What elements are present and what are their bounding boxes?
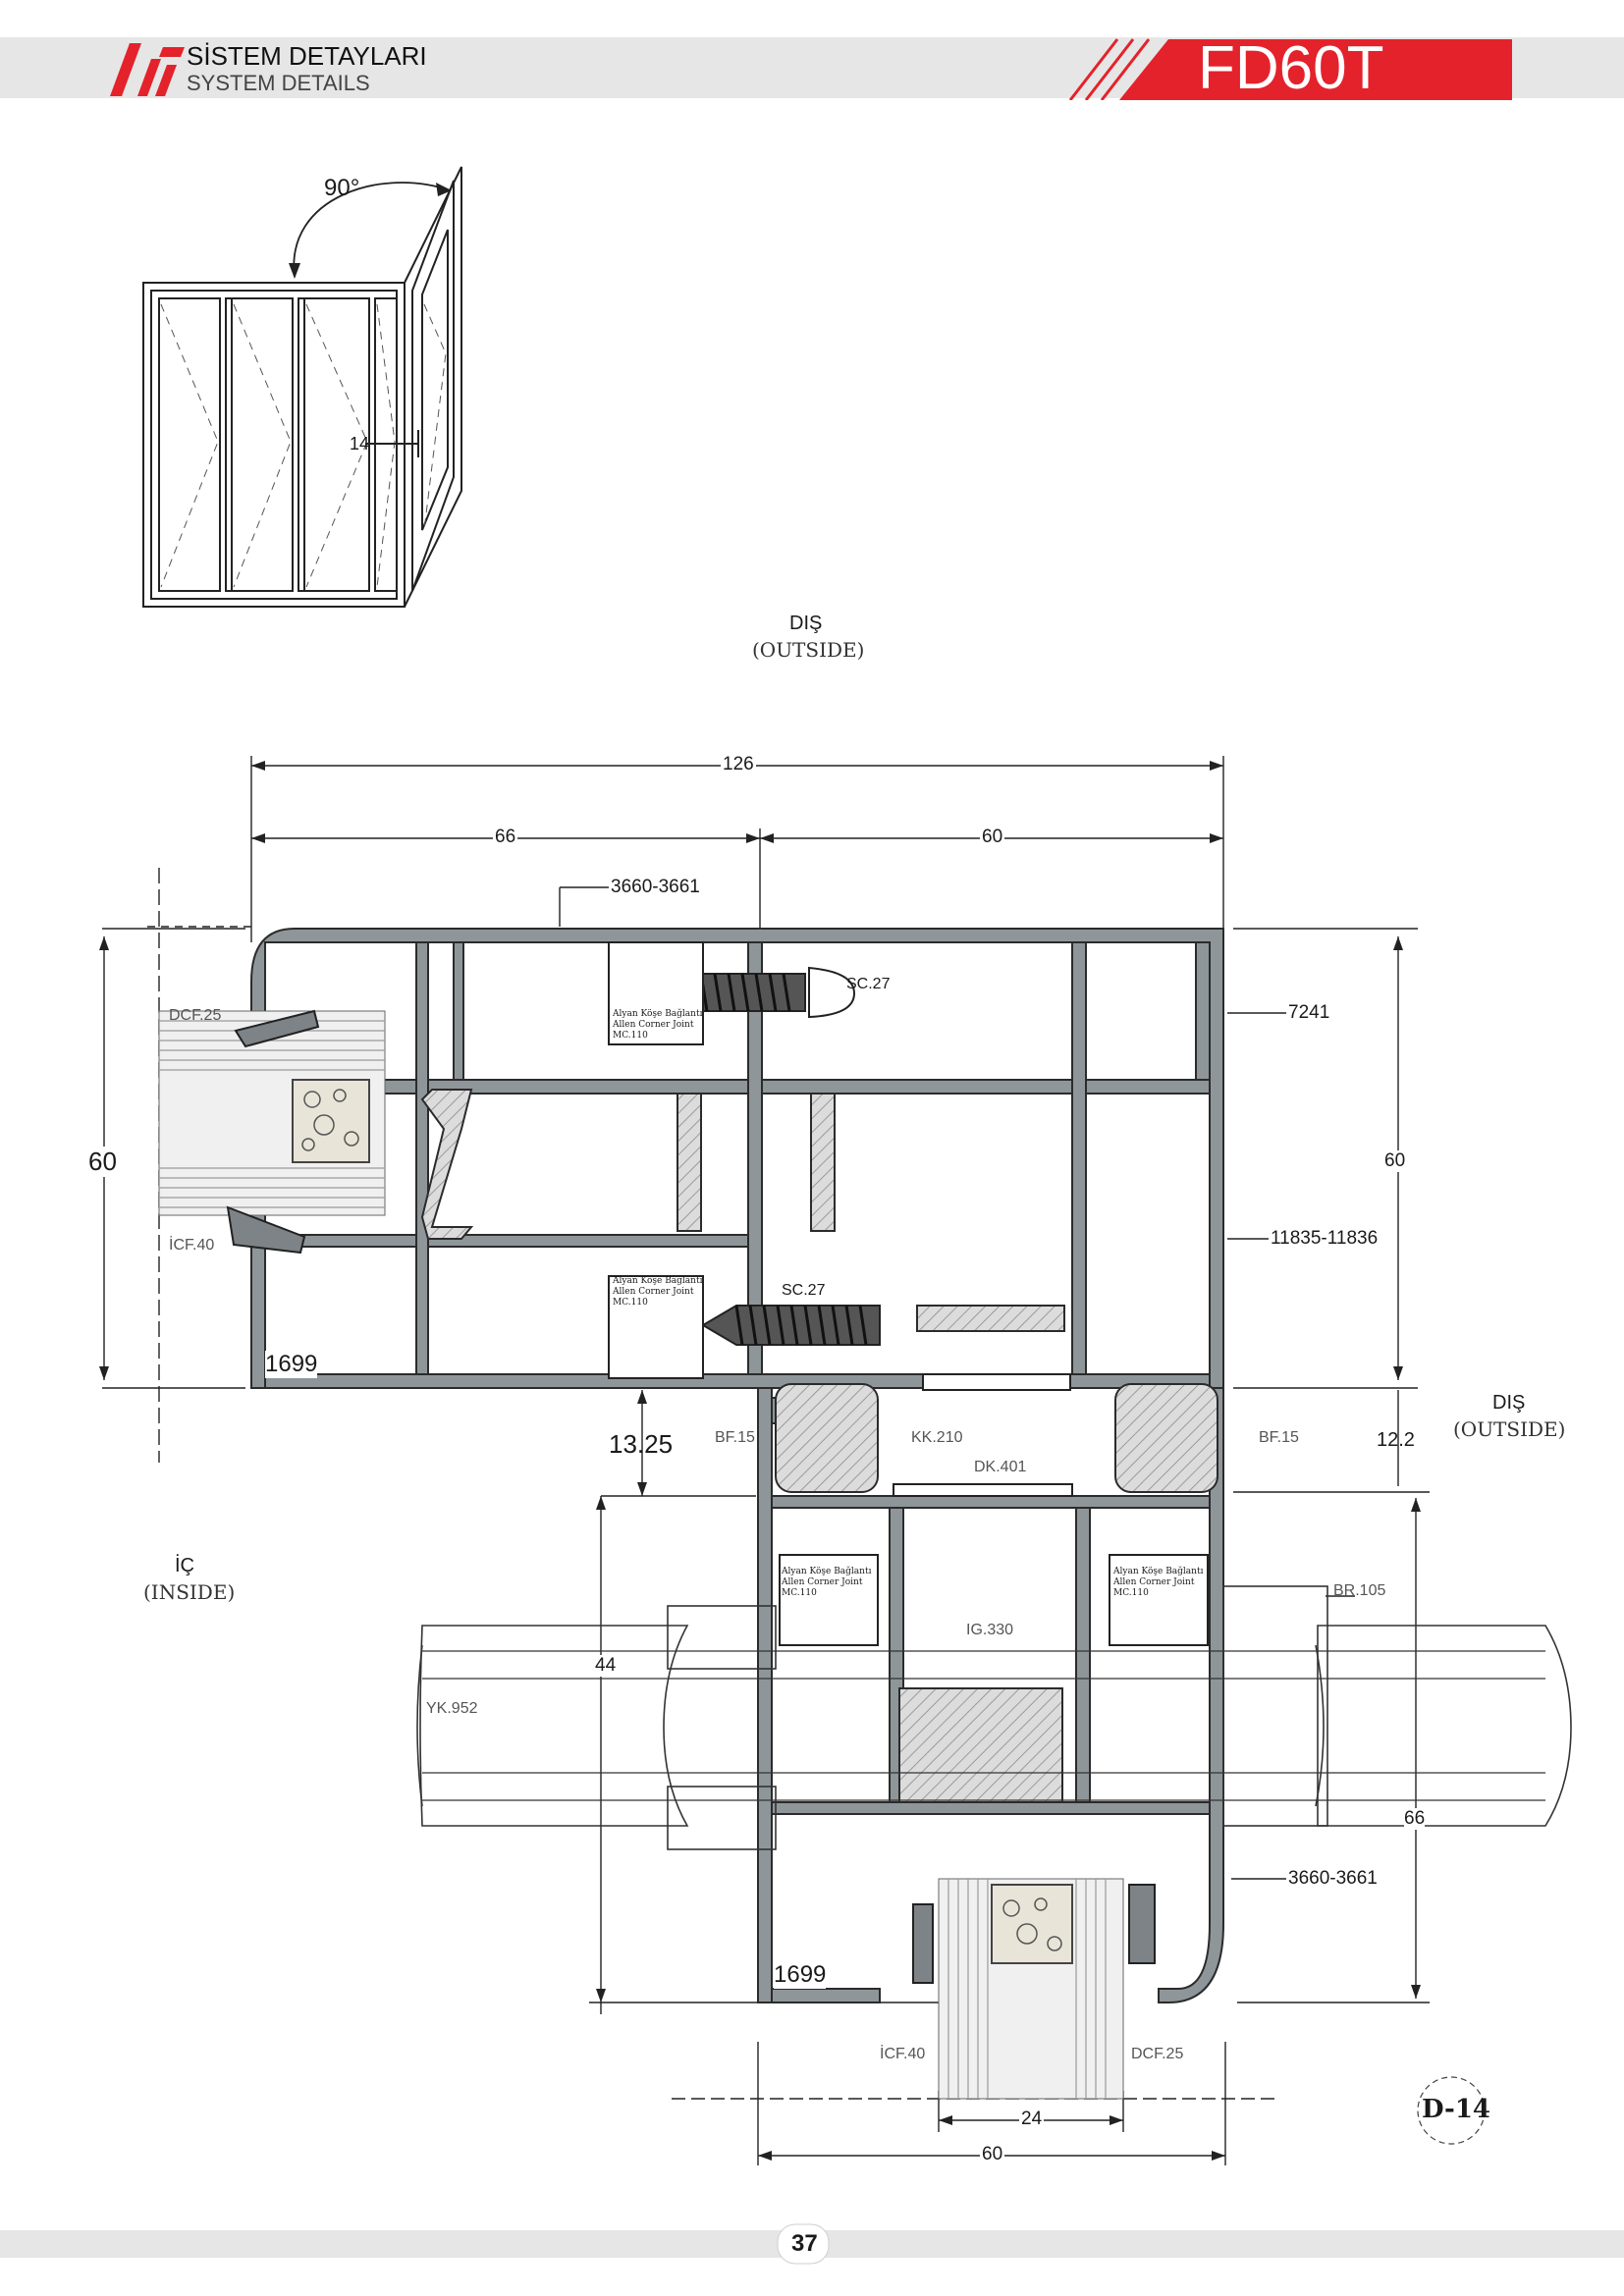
angle-label: 90° [324,175,360,201]
header-title-tr: SİSTEM DETAYLARI [187,41,427,71]
part-br105: BR.105 [1333,1582,1386,1599]
page-number: 37 [791,2230,818,2257]
dim-66-right: 66 [1404,1808,1426,1830]
dim-60-right: 60 [1384,1150,1406,1172]
part-bf15-b: BF.15 [1259,1429,1299,1446]
part-dk401: DK.401 [974,1459,1027,1475]
dim-126: 126 [721,754,756,775]
outside-label-top-tr: DIŞ [789,613,823,634]
dim-60-top: 60 [980,827,1005,848]
part-icf40-a: İCF.40 [169,1237,215,1254]
part-sc27-a: SC.27 [846,976,891,992]
part-1699-b: 1699 [774,1961,827,1989]
inside-label-tr: İÇ [175,1555,194,1576]
dim-24: 24 [1019,2109,1045,2130]
part-11835: 11835-11836 [1271,1228,1379,1249]
dim-12-2: 12.2 [1377,1429,1415,1451]
part-kk210: KK.210 [911,1429,963,1446]
outside-label-right-tr: DIŞ [1492,1392,1526,1414]
part-dcf25-a: DCF.25 [169,1007,222,1024]
product-badge [1068,38,1512,100]
part-yk952: YK.952 [426,1700,478,1717]
part-7241: 7241 [1288,1002,1330,1023]
part-bf15-a: BF.15 [715,1429,755,1446]
header-title-en: SYSTEM DETAILS [187,71,370,95]
detail-code: D-14 [1422,2095,1491,2124]
inside-label-en: (INSIDE) [143,1580,236,1604]
dim-66: 66 [493,827,518,848]
dim-60-bottom: 60 [980,2144,1005,2165]
part-sc27-b: SC.27 [782,1282,826,1299]
folding-door-sketch [142,166,462,608]
part-ig330: IG.330 [966,1622,1014,1639]
part-3660-top: 3660-3661 [611,877,700,897]
dim-13-25: 13.25 [609,1429,674,1459]
brand-logo [110,43,185,96]
part-dcf25-b: DCF.25 [1131,2046,1184,2062]
part-1699-a: 1699 [265,1351,318,1378]
dim-44: 44 [595,1655,617,1677]
part-icf40-b: İCF.40 [880,2046,926,2062]
outside-label-top-en: (OUTSIDE) [752,638,865,662]
gap-label: 14 [350,434,370,454]
dim-60-left: 60 [88,1147,117,1177]
outside-label-right-en: (OUTSIDE) [1453,1417,1566,1441]
part-3660-bottom: 3660-3661 [1288,1868,1378,1889]
product-code: FD60T [1198,34,1384,102]
